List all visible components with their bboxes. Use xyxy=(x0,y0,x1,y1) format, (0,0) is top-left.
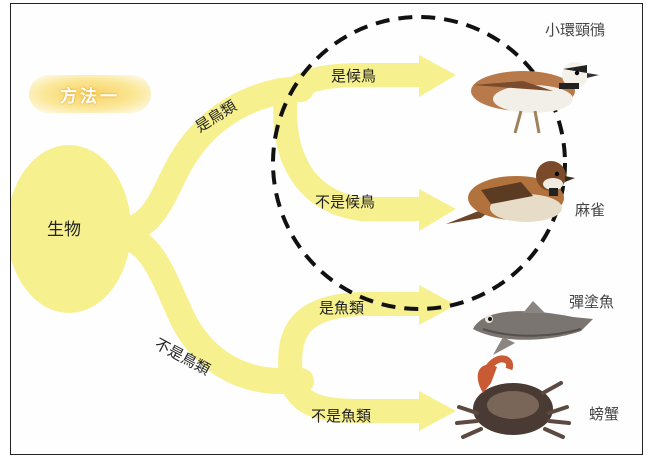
animal-name-sparrow: 麻雀 xyxy=(575,199,605,220)
arrow-non-fish xyxy=(419,391,456,431)
classification-tree: 方法一 生物 是鳥類 不是鳥類 是候鳥 不是候鳥 是魚類 不是魚類 小環頸鴴 麻… xyxy=(10,3,643,455)
tree-branches xyxy=(10,3,643,455)
method-badge: 方法一 xyxy=(29,75,151,113)
animal-name-plover: 小環頸鴴 xyxy=(545,19,605,40)
plover-bird-icon xyxy=(471,62,599,133)
leaf-label-non-fish: 不是魚類 xyxy=(311,405,371,426)
arrow-migratory xyxy=(419,55,456,97)
crab-icon xyxy=(457,359,569,437)
sparrow-icon xyxy=(446,161,575,224)
arrow-non-migratory xyxy=(419,189,456,231)
diagram-frame: 方法一 生物 是鳥類 不是鳥類 是候鳥 不是候鳥 是魚類 不是魚類 小環頸鴴 麻… xyxy=(10,3,643,455)
root-label: 生物 xyxy=(47,215,81,240)
leaf-label-migratory: 是候鳥 xyxy=(331,65,376,86)
animal-name-crab: 螃蟹 xyxy=(589,403,619,424)
animal-name-mudskipper: 彈塗魚 xyxy=(569,291,614,312)
leaf-label-fish: 是魚類 xyxy=(319,297,364,318)
leaf-label-non-migratory: 不是候鳥 xyxy=(315,191,375,212)
